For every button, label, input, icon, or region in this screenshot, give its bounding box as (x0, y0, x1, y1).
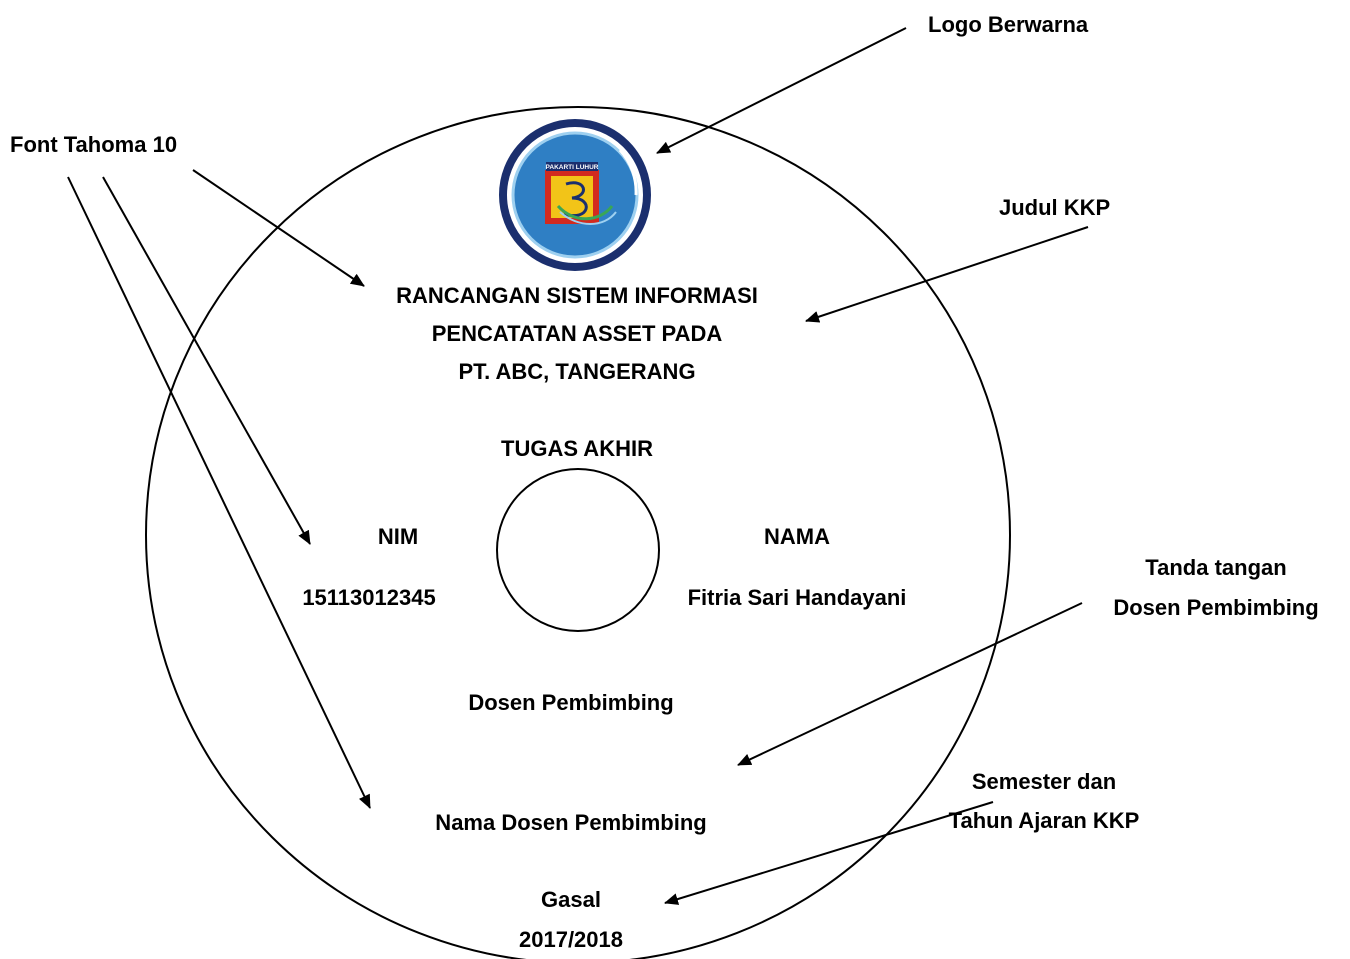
annotation-logo: Logo Berwarna (928, 12, 1089, 37)
title-line-1: RANCANGAN SISTEM INFORMASI (396, 283, 758, 308)
arrow-font-advisor-name (67, 176, 371, 809)
document-type: TUGAS AKHIR (501, 436, 653, 461)
semester: Gasal (541, 887, 601, 912)
annotation-semester-line1: Semester dan (971, 769, 1117, 794)
annotation-font: Font Tahoma 10 (10, 132, 178, 157)
nim-value: 15113012345 (302, 585, 436, 610)
disc-outer-circle (145, 106, 1011, 959)
arrow-title (805, 226, 1089, 323)
title-line-2: PENCATATAN ASSET PADA (431, 321, 723, 346)
name-value: Fitria Sari Handayani (687, 585, 907, 610)
pakarti-luhur-logo: PAKARTI LUHUR (498, 118, 652, 272)
advisor-name: Nama Dosen Pembimbing (435, 810, 707, 835)
arrow-font-nim (102, 176, 311, 545)
arrow-semester (664, 801, 994, 905)
disc-center-hole (496, 468, 660, 632)
title-line-3: PT. ABC, TANGERANG (458, 359, 696, 384)
annotation-title: Judul KKP (999, 195, 1111, 220)
arrow-font-title (192, 169, 365, 287)
academic-year: 2017/2018 (519, 927, 623, 952)
arrow-logo (656, 27, 907, 154)
annotation-signature-line1: Tanda tangan (1145, 555, 1287, 580)
nim-label: NIM (377, 524, 419, 549)
advisor-label: Dosen Pembimbing (468, 690, 674, 715)
logo-text: PAKARTI LUHUR (546, 164, 599, 171)
arrow-signature (737, 602, 1083, 766)
name-label: NAMA (764, 524, 830, 549)
annotation-signature-line2: Dosen Pembimbing (1113, 595, 1319, 620)
annotation-semester-line2: Tahun Ajaran KKP (948, 808, 1140, 833)
